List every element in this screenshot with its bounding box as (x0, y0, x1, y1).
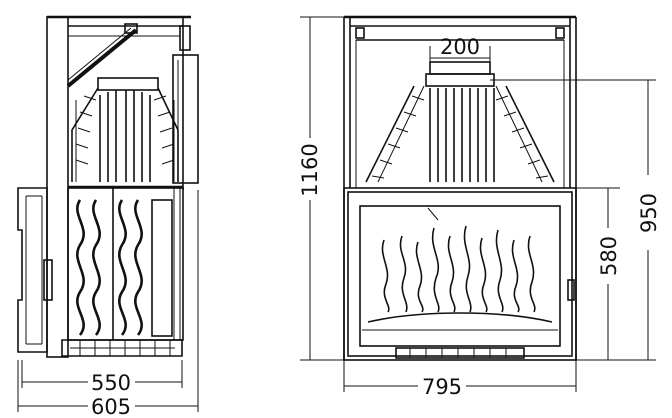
side-flue-collar (97, 77, 159, 91)
side-cladding (17, 187, 48, 353)
dim-label-200: 200 (440, 35, 480, 59)
dim-label-950: 950 (637, 193, 661, 233)
side-firebox (67, 187, 184, 341)
side-rear-column (46, 16, 69, 358)
dim-label-795: 795 (422, 375, 462, 399)
side-base (61, 339, 183, 357)
front-log-tray (367, 312, 553, 323)
dim-label-580: 580 (597, 236, 621, 276)
dim-label-550: 550 (91, 371, 131, 395)
diagonal-brace (66, 28, 138, 88)
dim-label-1160: 1160 (298, 143, 322, 196)
front-flue-collar (429, 61, 491, 75)
front-glass-window (359, 205, 561, 347)
front-flames (381, 225, 536, 313)
side-hood (71, 87, 179, 182)
front-view (300, 15, 656, 392)
side-rear-box (172, 54, 199, 184)
front-firebox (343, 187, 577, 361)
dim-label-605: 605 (91, 395, 131, 418)
side-glass-panel (151, 199, 173, 337)
side-view (17, 15, 199, 412)
side-flames (76, 199, 143, 336)
front-air-vent (395, 347, 525, 359)
front-hood (365, 85, 555, 183)
